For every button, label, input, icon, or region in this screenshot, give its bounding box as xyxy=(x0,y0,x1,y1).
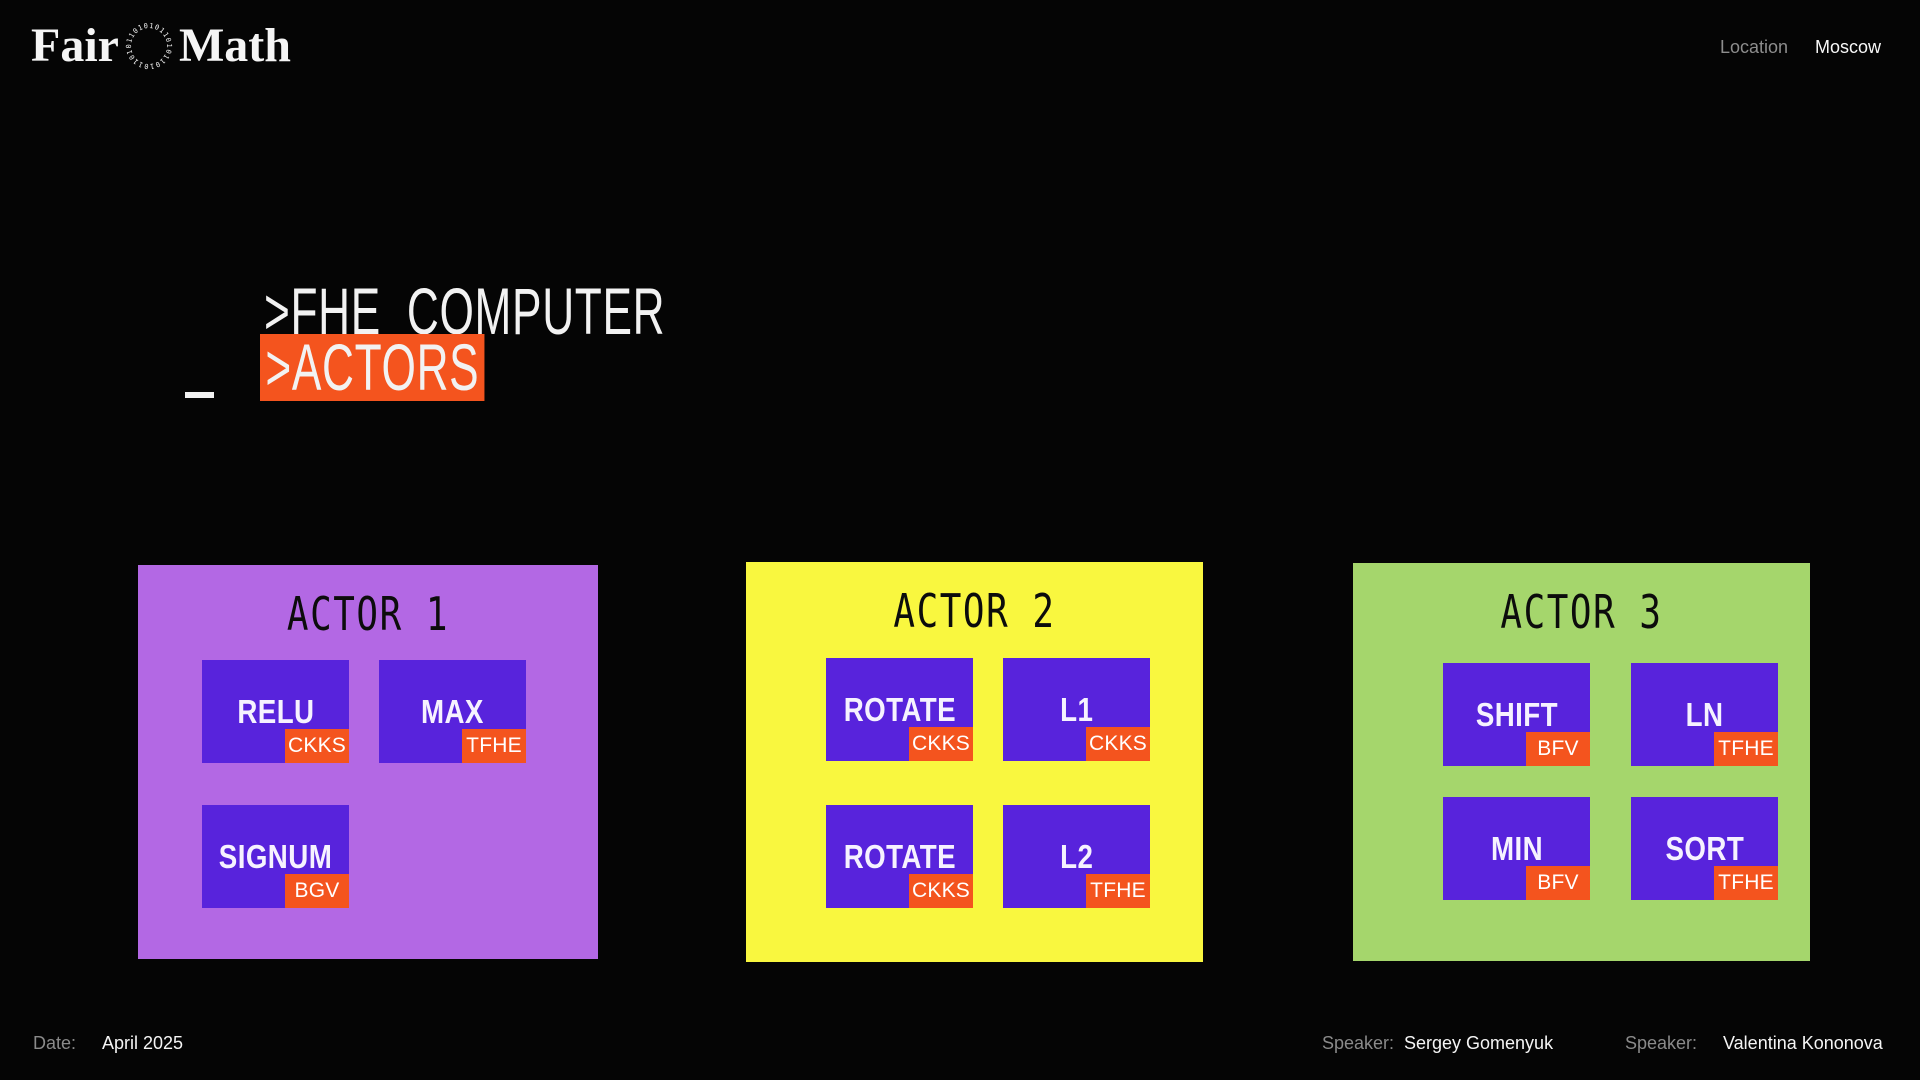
op-label: L2 xyxy=(1059,837,1094,875)
actor-2-title: ACTOR 2 xyxy=(893,584,1056,638)
svg-text:1011010110101101011010110: 1011010110101101011010110 xyxy=(124,21,173,70)
op-label: SORT xyxy=(1665,829,1744,867)
speaker-2-name: Valentina Kononova xyxy=(1723,1033,1883,1053)
op-box-max: MAX TFHE xyxy=(379,660,526,763)
scheme-tag: BGV xyxy=(285,874,349,908)
scheme-tag: CKKS xyxy=(909,874,973,908)
op-label: ROTATE xyxy=(843,837,956,875)
op-box-signum: SIGNUM BGV xyxy=(202,805,349,908)
scheme-tag: TFHE xyxy=(1714,732,1778,766)
op-box-rotate-2: ROTATE CKKS xyxy=(826,805,973,908)
op-box-sort: SORT TFHE xyxy=(1631,797,1778,900)
op-box-min: MIN BFV xyxy=(1443,797,1590,900)
date-label: Date: xyxy=(33,1033,77,1053)
scheme-tag: TFHE xyxy=(1086,874,1150,908)
actor-card-3: ACTOR 3 SHIFT BFV LN TFHE MIN BFV SORT T… xyxy=(1353,563,1810,961)
scheme-tag: TFHE xyxy=(1714,866,1778,900)
location-label: Location xyxy=(1720,37,1789,57)
actor-1-title: ACTOR 1 xyxy=(286,587,450,641)
speaker-1-name: Sergey Gomenyuk xyxy=(1404,1033,1554,1053)
op-box-l2: L2 TFHE xyxy=(1003,805,1150,908)
terminal-cursor xyxy=(185,392,214,398)
scheme-tag: TFHE xyxy=(462,729,526,763)
scheme-tag: CKKS xyxy=(1086,727,1150,761)
logo: Fair 1011010110101101011010110 Math xyxy=(31,20,291,72)
location-value: Moscow xyxy=(1815,37,1882,57)
scheme-tag: BFV xyxy=(1526,866,1590,900)
binary-ring-icon: 1011010110101101011010110 xyxy=(124,21,173,70)
op-box-l1: L1 CKKS xyxy=(1003,658,1150,761)
actor-3-title: ACTOR 3 xyxy=(1500,585,1663,639)
op-label: MAX xyxy=(421,692,484,730)
actor-card-1: ACTOR 1 RELU CKKS MAX TFHE SIGNUM BGV xyxy=(138,565,598,959)
actor-1-ops: RELU CKKS MAX TFHE SIGNUM BGV xyxy=(202,660,526,908)
hero-title-line-2: >ACTORS xyxy=(183,267,596,468)
op-label: SIGNUM xyxy=(218,837,333,875)
logo-word-fair: Fair xyxy=(31,19,119,72)
op-label: RELU xyxy=(236,692,315,730)
op-label: ROTATE xyxy=(843,690,956,728)
actor-2-ops: ROTATE CKKS L1 CKKS ROTATE CKKS L2 TFHE xyxy=(826,658,1150,908)
op-label: LN xyxy=(1685,695,1724,733)
date-value: April 2025 xyxy=(102,1033,184,1053)
op-box-shift: SHIFT BFV xyxy=(1443,663,1590,766)
op-box-rotate-1: ROTATE CKKS xyxy=(826,658,973,761)
speaker-1-label: Speaker: xyxy=(1322,1033,1395,1053)
actor-3-ops: SHIFT BFV LN TFHE MIN BFV SORT TFHE xyxy=(1443,663,1778,900)
actor-card-2: ACTOR 2 ROTATE CKKS L1 CKKS ROTATE CKKS … xyxy=(746,562,1203,962)
op-label: L1 xyxy=(1059,690,1094,728)
op-box-relu: RELU CKKS xyxy=(202,660,349,763)
hero-title-highlight: >ACTORS xyxy=(260,334,486,401)
speaker-2-label: Speaker: xyxy=(1625,1033,1698,1053)
scheme-tag: CKKS xyxy=(909,727,973,761)
op-box-ln: LN TFHE xyxy=(1631,663,1778,766)
op-label: MIN xyxy=(1490,829,1543,867)
logo-word-math: Math xyxy=(178,19,291,72)
op-label: SHIFT xyxy=(1475,695,1558,733)
scheme-tag: BFV xyxy=(1526,732,1590,766)
scheme-tag: CKKS xyxy=(285,729,349,763)
